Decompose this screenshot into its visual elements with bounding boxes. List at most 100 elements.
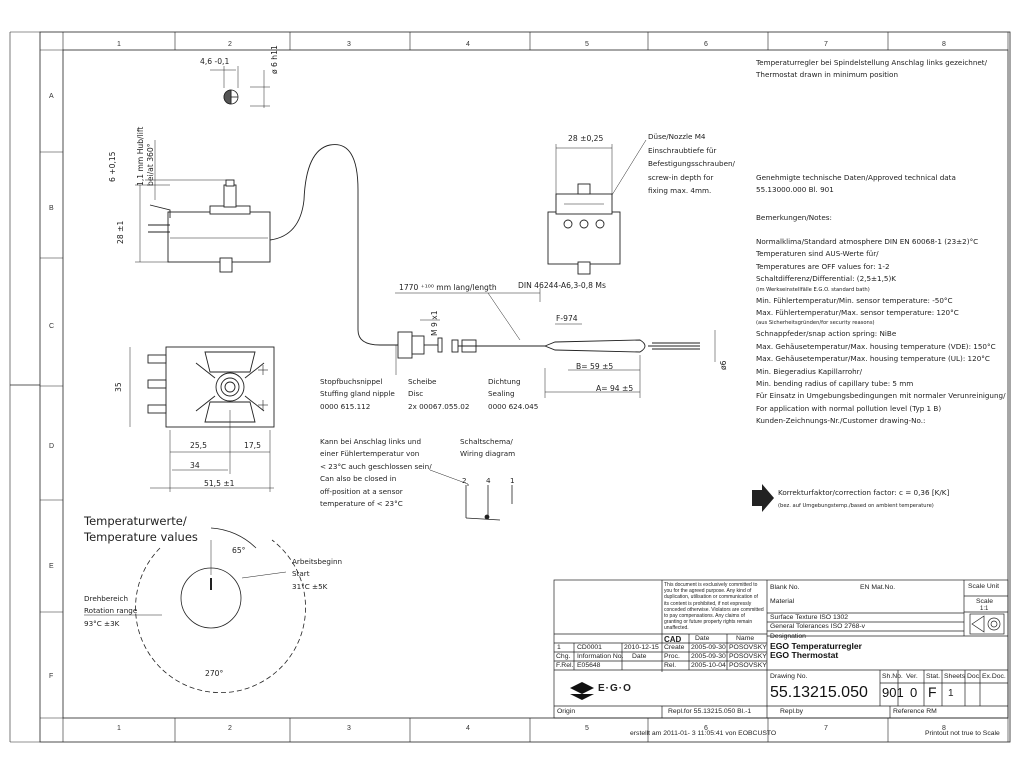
wiring-title: Schaltschema/ Wiring diagram: [460, 437, 516, 459]
column-label: 7: [824, 725, 828, 732]
rel-name: POSOVSKY: [729, 662, 767, 669]
blank-no-label: Blank No.: [770, 584, 800, 591]
shaft-diameter: ø 6 h11: [270, 45, 279, 74]
spec-line: Min. Biegeradius Kapillarrohr/: [756, 366, 863, 376]
terminal-4: 4: [486, 476, 491, 485]
spec-line: Normalklima/Standard atmosphere DIN EN 6…: [756, 237, 979, 246]
spec-line: Max. Gehäusetemperatur/Max. housing temp…: [756, 354, 990, 364]
spec-line: (im Werkseinstellfälle E.G.O. standard b…: [756, 286, 870, 293]
title-english: EGO Thermostat: [770, 650, 839, 660]
column-label: 1: [117, 725, 121, 732]
scale-label: Scale: [976, 598, 994, 605]
change-date: 2010-12-15: [624, 644, 659, 651]
thermostat-rear-view: [547, 139, 647, 275]
sheet-number: 901: [882, 685, 904, 700]
fref-label: F.Rel.: [556, 662, 574, 669]
row-label: B: [49, 205, 54, 212]
stroke-note: 1,1 mm Hub/lift bei/at 360°: [136, 126, 155, 186]
column-label: 7: [824, 41, 828, 48]
drawing-no-label: Drawing No.: [770, 673, 808, 680]
dim-b: B= 59 ±5: [576, 362, 614, 371]
footer-printout: Printout not true to Scale: [925, 730, 1000, 737]
exdoc-header: Ex.Doc.: [982, 673, 1006, 680]
reference: Reference RM: [893, 708, 937, 715]
fref-number: E05648: [577, 662, 601, 669]
company-name: E·G·O: [598, 683, 632, 694]
general-tolerances: General Tolerances ISO 2768-v: [770, 623, 866, 630]
sensor-bulb: [543, 323, 716, 398]
create-date: 2005-09-30: [691, 644, 726, 651]
spec-line: For application with normal pollution le…: [756, 403, 942, 413]
spec-line: Max. Gehäusetemperatur/Max. housing temp…: [756, 341, 996, 351]
rotation-note: Drehbereich Rotation range 93°C ±3K: [84, 594, 138, 628]
drawing-number: 55.13215.050: [770, 684, 868, 701]
wiring-diagram: [429, 469, 513, 521]
column-label: 1: [117, 41, 121, 48]
column-label: 6: [704, 41, 708, 48]
row-label: F: [49, 673, 54, 680]
row-label: E: [49, 563, 54, 570]
cad-label: CAD: [664, 635, 682, 644]
thermostat-side-view: [135, 140, 400, 346]
closure-note: Kann bei Anschlag links und einer Fühler…: [320, 437, 432, 509]
ego-logo-icon: [570, 682, 594, 700]
change-index: 1: [557, 644, 561, 651]
spec-line: Min. bending radius of capillary tube: 5…: [756, 379, 914, 389]
designation-label: Designation: [770, 633, 806, 640]
en-mat-label: EN Mat.No.: [860, 584, 896, 591]
spec-line: Temperatures are OFF values for: 1-2: [756, 261, 890, 271]
proc-label: Proc.: [664, 653, 680, 660]
column-label: 8: [942, 725, 946, 732]
sheets-header: Sheets: [944, 673, 966, 680]
spec-line: Min. Fühlertemperatur/Min. sensor temper…: [756, 295, 953, 305]
dim-34: 34: [190, 461, 200, 470]
dim-m9: M 9 x1: [430, 310, 439, 336]
start-note: Arbeitsbeginn Start 31°C ±5K: [292, 557, 343, 591]
capillary-fittings: [395, 288, 545, 375]
row-label: D: [49, 443, 55, 450]
date-header-2: Date: [632, 653, 647, 660]
dim-d6: ø6: [719, 360, 728, 370]
replaces-for: Repl.for 55.13215.050 Bl.-1: [668, 708, 752, 715]
spec-line: Kunden-Zeichnungs-Nr./Customer drawing-N…: [756, 416, 926, 426]
title-german: EGO Temperaturregler: [770, 641, 863, 651]
name-header: Name: [736, 635, 755, 642]
thermostat-front-view: [129, 346, 275, 492]
sheet-no-header: Sh.No.: [882, 673, 903, 680]
doc-header: Doc.: [967, 673, 981, 680]
dim-17-5: 17,5: [244, 441, 261, 450]
scale-unit-label: Scale Unit: [968, 583, 999, 590]
surface-texture: Surface Texture ISO 1302: [770, 614, 849, 621]
version: 0: [910, 685, 918, 700]
column-label: 4: [466, 41, 470, 48]
rel-label: Rel.: [664, 662, 677, 669]
terminal-1: 1: [510, 476, 515, 485]
column-label: 2: [228, 725, 232, 732]
dim-28-nozzle: 28 ±0,25: [568, 134, 604, 143]
column-label: 8: [942, 41, 946, 48]
correction-sub: (bez. auf Umgebungstemp./based on ambien…: [778, 503, 934, 509]
temperature-values-title: Temperaturwerte/ Temperature values: [84, 514, 198, 544]
create-label: Create: [664, 644, 685, 651]
row-label: C: [49, 323, 55, 330]
seal-label: Dichtung Sealing 0000 624.045: [488, 377, 539, 411]
temperature-dial: [84, 527, 306, 694]
status: F: [928, 684, 937, 700]
chg-header: Chg.: [556, 653, 571, 660]
remarks-title: Bemerkungen/Notes:: [756, 213, 832, 222]
spec-line: Temperaturen sind AUS-Werte für/: [756, 249, 879, 259]
status-header: Stat.: [926, 673, 940, 680]
create-name: POSOVSKY: [729, 644, 767, 651]
dim-51-5: 51,5 ±1: [204, 479, 235, 488]
spec-lines: Normalklima/Standard atmosphere DIN EN 6…: [756, 236, 1006, 428]
spec-line: Max. Fühlertemperatur/Max. sensor temper…: [756, 308, 959, 318]
date-header: Date: [695, 635, 710, 642]
column-label: 3: [347, 725, 351, 732]
spec-line: Schaltdifferenz/Differential: (2,5±1,5)K: [756, 274, 896, 284]
replaced-by: Repl.by: [780, 708, 804, 715]
sheets-count: 1: [948, 688, 954, 699]
proc-name: POSOVSKY: [729, 653, 767, 660]
column-label: 5: [585, 725, 589, 732]
footer-created: erstellt am 2011-01- 3 11:05:41 von EOBC…: [630, 730, 777, 737]
